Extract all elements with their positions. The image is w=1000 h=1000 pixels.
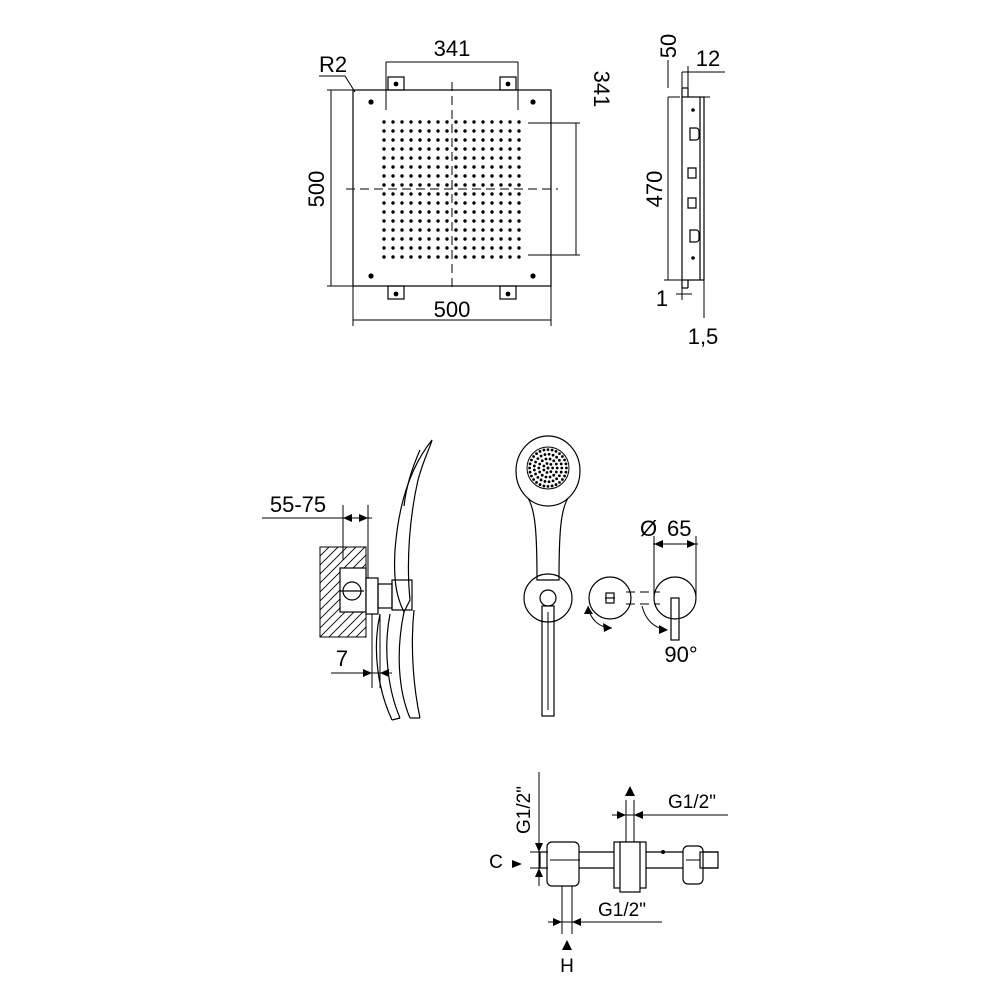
dim-diameter: 65 (667, 516, 691, 541)
diverter-detail: Ø 65 90° (584, 516, 698, 667)
hand-shower-head (515, 435, 581, 507)
dim-left-height: 500 (304, 171, 329, 208)
nozzle-grid (382, 120, 521, 259)
mount-tab-bottom-right (499, 285, 517, 300)
shower-head-front-view: 341 R2 341 500 500 (304, 36, 614, 326)
hand-shower-front-view (515, 435, 581, 717)
dim-side-bottom-right: 1,5 (688, 324, 719, 349)
mixer-valve: G1/2" G1/2" C G1/2" H (489, 772, 728, 977)
hot-inlet-label: H (560, 956, 574, 977)
dim-wall-gap: 7 (336, 646, 348, 671)
shower-head-side-view: 50 12 470 1 1,5 (642, 34, 725, 349)
dim-radius: R2 (319, 52, 347, 77)
valve-top-thread: G1/2" (668, 792, 716, 813)
mount-tab-top-right (499, 76, 517, 91)
side-profile-body (681, 96, 705, 281)
dim-diameter-symbol: Ø (640, 516, 657, 541)
dim-right-height-inner: 341 (589, 71, 614, 108)
mount-tab-bottom-left (387, 285, 405, 300)
hand-shower-side-view: 55-75 7 (262, 439, 433, 721)
cold-inlet-label: C (489, 852, 503, 873)
dim-side-top-thickness: 12 (696, 46, 720, 71)
dim-top-width-inner: 341 (434, 36, 471, 61)
dim-side-height: 470 (642, 171, 667, 208)
valve-left-thread: G1/2" (514, 786, 535, 834)
dim-side-top-depth: 50 (656, 34, 681, 58)
dim-bottom-width: 500 (434, 297, 471, 322)
dim-side-bottom-left: 1 (656, 286, 668, 311)
dim-rotation: 90° (664, 642, 697, 667)
mount-tab-top-left (387, 76, 405, 91)
dim-wall-depth: 55-75 (270, 492, 326, 517)
hand-shower-nozzles (528, 448, 568, 488)
valve-bottom-thread: G1/2" (598, 900, 646, 921)
